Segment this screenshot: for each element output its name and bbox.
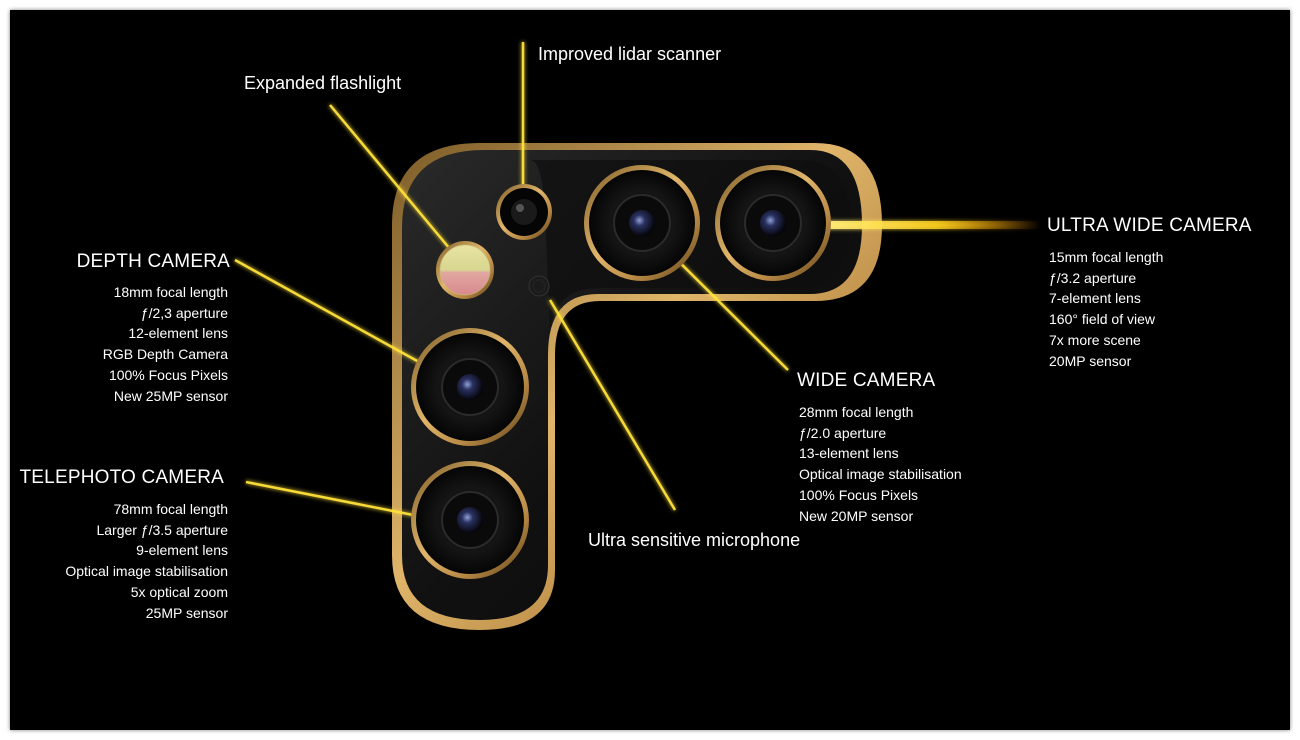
flashlight: [436, 241, 494, 299]
spec-line: 13-element lens: [799, 445, 899, 462]
ultra-wide-camera-title: ULTRA WIDE CAMERA: [1047, 215, 1252, 236]
spec-line: 9-element lens: [136, 542, 228, 559]
lidar-callout: Improved lidar scanner: [538, 44, 722, 64]
spec-line: New 25MP sensor: [113, 387, 228, 404]
spec-line: 160° field of view: [1049, 311, 1155, 328]
spec-line: ƒ/2.0 aperture: [799, 424, 887, 441]
microphone-callout: Ultra sensitive microphone: [588, 530, 801, 550]
spec-line: RGB Depth Camera: [102, 346, 228, 363]
ultra-wide-camera-specs: 15mm focal length ƒ/3.2 aperture 7-eleme…: [1049, 247, 1163, 371]
spec-line: 15mm focal length: [1049, 249, 1164, 265]
spec-line: 28mm focal length: [799, 404, 914, 420]
lidar-scanner: [496, 184, 552, 240]
depth-camera-specs: 18mm focal length ƒ/2,3 aperture 12-elem…: [103, 282, 228, 406]
spec-line: 5x optical zoom: [130, 583, 228, 600]
spec-line: 12-element lens: [128, 325, 228, 342]
spec-line: 78mm focal length: [113, 501, 228, 517]
spec-line: New 20MP sensor: [799, 507, 914, 524]
wide-camera-title: WIDE CAMERA: [797, 370, 936, 391]
telephoto-camera-specs: 78mm focal length Larger ƒ/3.5 aperture …: [65, 499, 228, 623]
spec-line: 18mm focal length: [113, 284, 228, 300]
spec-line: 7x more scene: [1049, 331, 1141, 348]
camera-infographic: Expanded flashlight Improved lidar scann…: [10, 10, 1290, 730]
wide-camera-specs: 28mm focal length ƒ/2.0 aperture 13-elem…: [799, 402, 962, 526]
lens-telephoto: [411, 461, 529, 579]
spec-line: Optical image stabilisation: [65, 563, 228, 580]
spec-line: 100% Focus Pixels: [108, 366, 228, 383]
spec-line: 25MP sensor: [145, 604, 228, 621]
depth-camera-title: DEPTH CAMERA: [76, 251, 230, 272]
microphone-grille: [528, 275, 550, 297]
spec-line: Optical image stabilisation: [799, 466, 962, 483]
spec-line: ƒ/3.2 aperture: [1049, 269, 1137, 286]
spec-line: Larger ƒ/3.5 aperture: [96, 521, 228, 538]
camera-module-illustration: [234, 42, 1040, 630]
flashlight-callout: Expanded flashlight: [244, 73, 402, 93]
spec-line: 20MP sensor: [1049, 352, 1132, 369]
lens-depth: [411, 328, 529, 446]
lens-ultra-wide: [715, 165, 831, 281]
spec-line: 100% Focus Pixels: [799, 486, 919, 503]
telephoto-camera-title: TELEPHOTO CAMERA: [19, 467, 224, 488]
spec-line: 7-element lens: [1049, 290, 1141, 307]
spec-line: ƒ/2,3 aperture: [140, 304, 228, 321]
lens-wide: [584, 165, 700, 281]
